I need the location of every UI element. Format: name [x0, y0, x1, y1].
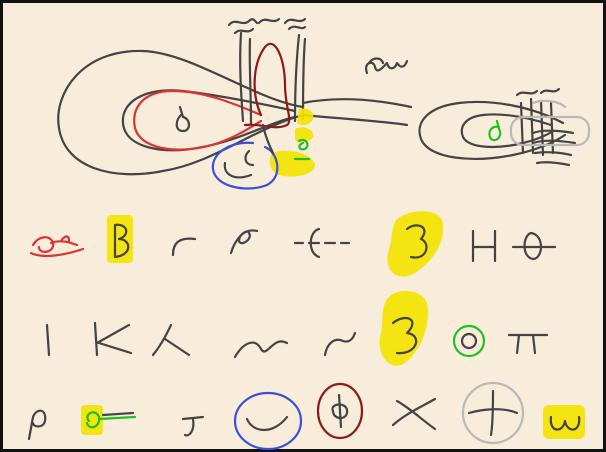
glyph-row-2 — [47, 291, 547, 366]
glyph-row-3 — [29, 383, 585, 449]
small-curl-mark — [366, 59, 407, 74]
small-monogram — [420, 89, 589, 165]
large-monogram — [58, 19, 411, 188]
glyph-row-1 — [31, 211, 555, 276]
sketch-canvas — [3, 3, 606, 452]
